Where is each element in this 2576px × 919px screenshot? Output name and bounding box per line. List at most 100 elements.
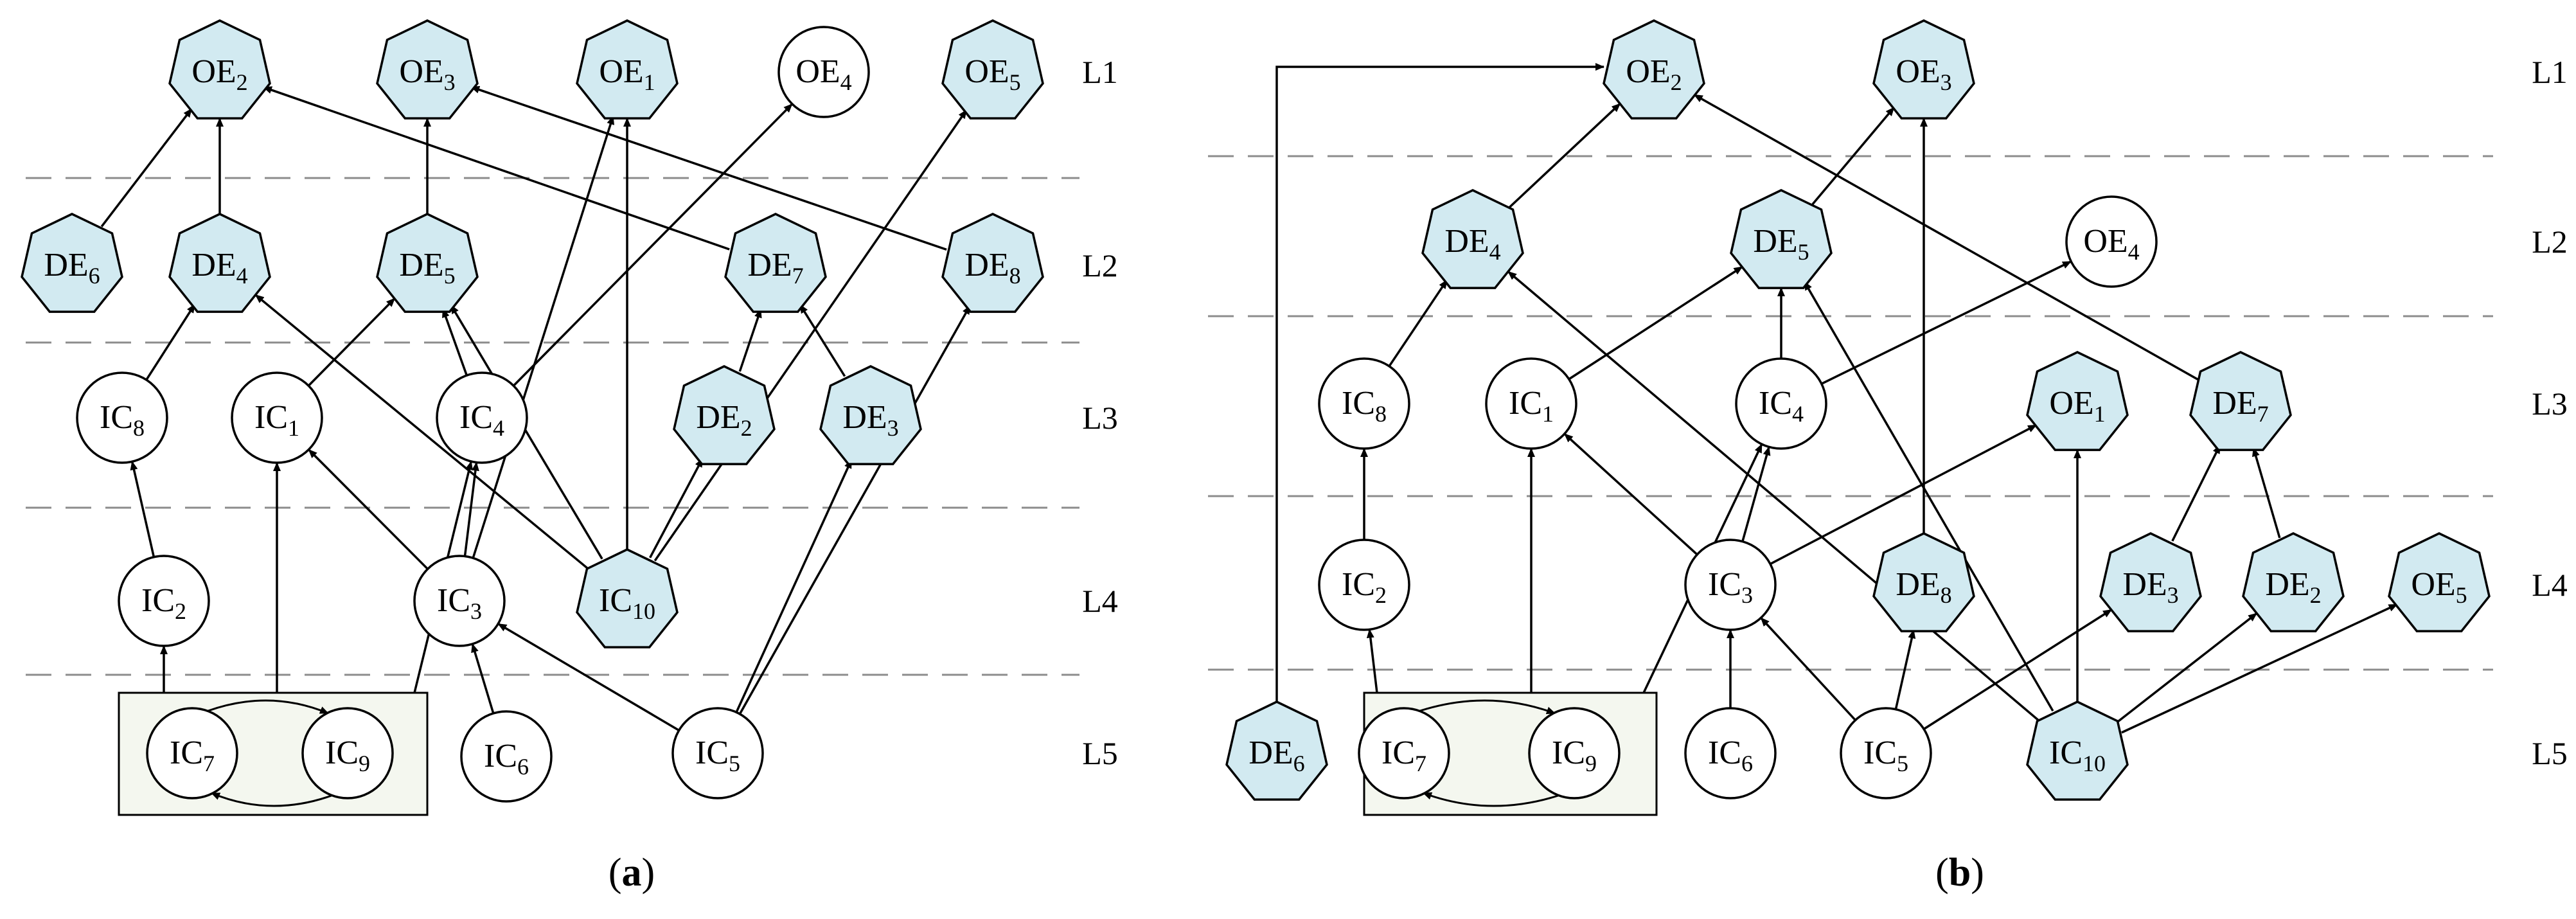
edge-ic8-de4 — [144, 303, 196, 383]
node-ic6-circle — [1684, 707, 1777, 799]
node-ic1-circle — [231, 371, 323, 464]
node-de3: DE3 — [2099, 532, 2202, 632]
node-oe1-heptagon — [2026, 351, 2129, 451]
node-ic9-circle — [301, 707, 394, 799]
edge-ic1-de5 — [1566, 265, 1743, 382]
node-de8-heptagon — [941, 213, 1044, 313]
node-oe3-heptagon — [376, 19, 479, 120]
node-ic6-label: IC6 — [484, 738, 529, 780]
node-oe5-heptagon — [941, 19, 1044, 120]
edge-ic3-ic1 — [1563, 433, 1700, 557]
edge-ic7-ic9 — [208, 699, 329, 715]
node-ic10: IC10 — [2026, 700, 2129, 801]
edge-ic8-de4 — [1387, 279, 1448, 370]
node-ic9-circle — [1528, 707, 1621, 799]
panel-a-level-separators — [26, 177, 1079, 676]
edge-ic10-de2 — [649, 458, 704, 558]
node-de4: DE4 — [1421, 189, 1524, 289]
node-de3-label: DE3 — [842, 399, 898, 441]
node-de7: DE7 — [2189, 351, 2292, 451]
node-ic2-label: IC2 — [141, 582, 186, 624]
node-de6: DE6 — [1225, 700, 1328, 801]
level-label-l2: L2 — [1082, 247, 1118, 283]
edge-ic3-ic4 — [463, 461, 479, 559]
edge-de6-oe2 — [100, 108, 193, 228]
node-de8-label: DE8 — [964, 247, 1020, 289]
edge-ic3-ic4 — [1741, 446, 1771, 544]
edge-ic3-oe1 — [471, 115, 614, 561]
edge-ic3-ic1 — [308, 449, 431, 572]
level-label-l1: L1 — [1082, 54, 1118, 90]
edge-de2-de7 — [2252, 447, 2281, 539]
node-oe3: OE3 — [376, 19, 479, 120]
node-oe2: OE2 — [168, 19, 271, 120]
node-de6: DE6 — [21, 213, 123, 313]
node-de5-label: DE5 — [1753, 223, 1809, 265]
node-oe1-label: OE1 — [599, 53, 655, 95]
edge-de5-oe3 — [1811, 106, 1896, 205]
node-ic5-label: IC5 — [1863, 735, 1908, 776]
node-ic3: IC3 — [1684, 539, 1777, 631]
node-ic10-heptagon — [576, 548, 679, 648]
edge-de6-oe2 — [1275, 63, 1604, 702]
edge-ic5-de8 — [1894, 629, 1916, 712]
level-label-l3: L3 — [2532, 386, 2568, 422]
node-de7-heptagon — [2189, 351, 2292, 451]
node-ic2: IC2 — [1318, 539, 1410, 631]
node-de6-heptagon — [1225, 700, 1328, 801]
node-oe3-heptagon — [1872, 19, 1975, 120]
node-oe1: OE1 — [576, 19, 679, 120]
level-label-l4: L4 — [2532, 567, 2568, 603]
node-ic4-circle — [436, 371, 528, 464]
edge-ic7-ic9 — [1419, 699, 1556, 715]
node-ic3-circle — [413, 555, 506, 647]
edge-de3-de7 — [799, 304, 846, 377]
node-ic4-label: IC4 — [459, 399, 504, 441]
edge-de7-oe2 — [263, 86, 730, 251]
node-ic3-circle — [1684, 539, 1777, 631]
panel-b-caption: (b) — [1935, 851, 1984, 895]
node-de2-heptagon — [673, 365, 776, 465]
node-de7: DE7 — [724, 213, 827, 313]
node-de3-heptagon — [2099, 532, 2202, 632]
node-oe5: OE5 — [2388, 532, 2491, 632]
node-de3-label: DE3 — [2122, 566, 2178, 608]
node-de2-label: DE2 — [696, 399, 752, 441]
node-ic4-label: IC4 — [1759, 385, 1804, 427]
node-ic2-circle — [118, 555, 210, 647]
node-ic6: IC6 — [460, 710, 553, 803]
edge-ic3-oe1 — [1767, 424, 2038, 566]
node-ic8: IC8 — [1318, 357, 1410, 450]
edge-de8-oe3 — [470, 85, 947, 251]
node-de7-heptagon — [724, 213, 827, 313]
node-de4-heptagon — [168, 213, 271, 313]
edge-ic4-oe4 — [511, 103, 794, 389]
node-ic1: IC1 — [1485, 357, 1577, 450]
node-ic1-label: IC1 — [254, 399, 299, 441]
node-ic9: IC9 — [1528, 707, 1621, 799]
node-de2-heptagon — [2242, 532, 2345, 632]
node-oe4: OE4 — [777, 26, 870, 118]
node-de3-heptagon — [819, 365, 922, 465]
node-oe2-label: OE2 — [1626, 53, 1682, 95]
edge-ic7-box-ic2 — [1366, 629, 1378, 693]
node-oe4-circle — [777, 26, 870, 118]
node-ic4: IC4 — [1735, 357, 1827, 450]
node-oe4-label: OE4 — [795, 53, 851, 95]
node-de4-label: DE4 — [1444, 223, 1500, 265]
node-oe3: OE3 — [1872, 19, 1975, 120]
node-oe5-label: OE5 — [2411, 566, 2467, 608]
panel-a-edges — [100, 85, 972, 733]
node-ic3-label: IC3 — [437, 582, 482, 624]
level-label-l4: L4 — [1082, 583, 1118, 619]
node-ic7-label: IC7 — [1381, 735, 1426, 776]
node-de6-label: DE6 — [44, 247, 100, 289]
edge-ic10-de5 — [450, 305, 603, 560]
node-oe2: OE2 — [1603, 19, 1705, 120]
edge-ic4-oe4 — [1818, 260, 2072, 386]
node-ic3: IC3 — [413, 555, 506, 647]
